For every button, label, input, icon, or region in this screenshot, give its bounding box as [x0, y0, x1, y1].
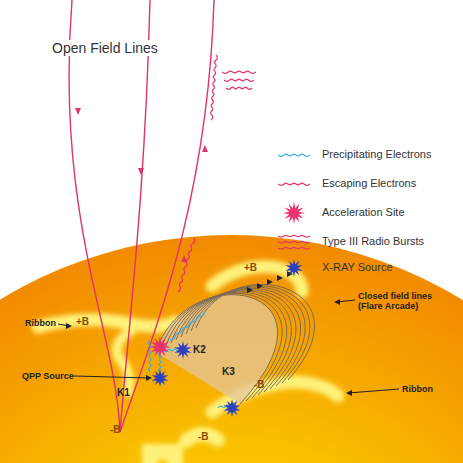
ribbon [38, 320, 176, 327]
source-label: K3 [222, 366, 235, 378]
ribbon [150, 452, 175, 463]
polarity-label: -B [254, 379, 265, 391]
legend-sample [278, 235, 310, 237]
arcade-label: Closed field lines (Flare Arcade) [358, 291, 458, 312]
ribbon-label: Ribbon [402, 384, 433, 394]
precipitating-electrons [149, 340, 151, 372]
radio-burst [224, 79, 254, 81]
arcade-loop [171, 291, 291, 395]
acceleration-site [149, 336, 171, 358]
electron-waves [149, 55, 256, 408]
x-ray-source [151, 369, 168, 387]
arrowhead [146, 375, 152, 381]
radio-burst [226, 87, 252, 89]
open-field-line [120, 0, 214, 432]
legend-sample [278, 247, 310, 249]
legend-samples [278, 154, 310, 277]
legend-text: Type III Radio Bursts [322, 235, 424, 248]
legend-sample [278, 154, 310, 156]
title-label: Open Field Lines [50, 40, 160, 56]
radio-burst [222, 71, 256, 73]
arcade-loop [181, 288, 301, 389]
leader-heads [66, 299, 352, 396]
legend-sample [278, 183, 310, 185]
escaping-electrons [211, 55, 218, 120]
legend-text: Acceleration Site [322, 206, 405, 219]
arcade-loop [196, 284, 315, 380]
arcade-loop [191, 286, 310, 383]
x-ray-source [223, 399, 240, 417]
polarity-label: -B [110, 424, 121, 436]
escaping-electrons [178, 238, 195, 292]
arcade-loop [186, 287, 305, 386]
arcade-arrow [277, 275, 283, 281]
source-label: K1 [117, 387, 130, 399]
ribbon-label: Ribbon [25, 318, 56, 328]
sun-surface [0, 235, 463, 463]
legend-text: X-RAY Source [322, 261, 393, 274]
open-field-line [120, 0, 150, 432]
legend-sample [278, 241, 310, 243]
polarity-label: +B [244, 262, 257, 274]
leader-lines [58, 300, 399, 393]
arcade-arrow [267, 279, 273, 285]
legend-text: Escaping Electrons [322, 177, 416, 190]
arcade-arrow [247, 287, 253, 293]
legend-sample [283, 202, 305, 224]
precipitating-electrons [170, 312, 205, 340]
arrowhead [334, 299, 340, 305]
source-label: K2 [193, 344, 206, 356]
arcade-loop [176, 290, 296, 392]
legend-sample [285, 259, 302, 277]
arcade-loop [161, 293, 282, 401]
field-arrow [138, 168, 144, 175]
leader-line [74, 376, 150, 378]
qpp-label: QPP Source [22, 371, 74, 381]
field-arrow [75, 108, 81, 115]
legend-text: Precipitating Electrons [322, 148, 431, 161]
polarity-label: -B [198, 431, 209, 443]
leader-line [348, 389, 399, 393]
field-arrow [202, 145, 208, 152]
arrowhead [66, 323, 72, 329]
open-field-line [69, 0, 120, 432]
arcade-loop [156, 295, 278, 404]
polarity-label: +B [76, 316, 89, 328]
sources [149, 336, 241, 417]
arrowhead [346, 390, 352, 396]
arcade-arrow [257, 283, 263, 289]
open-field-lines [69, 0, 214, 432]
x-ray-source [174, 341, 191, 359]
ribbons [38, 267, 338, 463]
